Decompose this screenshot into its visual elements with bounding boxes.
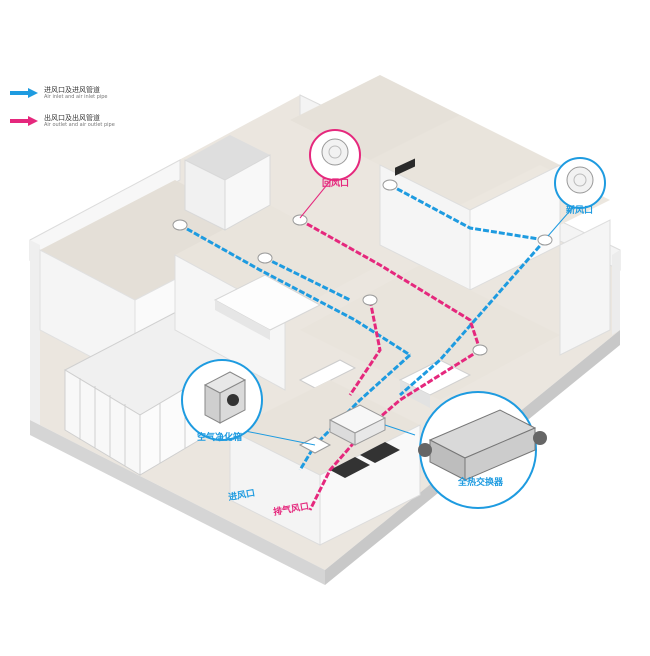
fresh-vent-label: 新风口 — [566, 206, 594, 216]
diffuser-4 — [382, 179, 398, 191]
round-diffuser-icon — [566, 166, 594, 194]
air-purifier-label: 空气净化箱 — [197, 433, 243, 443]
outlet-duct-1 — [299, 218, 482, 351]
outlet-duct-2 — [348, 299, 382, 396]
callout-heat-exchanger — [384, 391, 547, 509]
legend-outlet-label-en: Air outlet and air outlet pipe — [44, 122, 115, 128]
bed — [213, 274, 322, 331]
legend-outlet-label: 出风口及出风管道 — [44, 114, 100, 122]
callout-fresh-vent — [547, 157, 606, 237]
legend-inlet-label-en: Air inlet and air inlet pipe — [44, 94, 108, 100]
blue-arrow-icon — [10, 88, 38, 98]
inlet-duct-3 — [389, 183, 546, 242]
callout-return-vent — [299, 129, 361, 219]
diffuser-3 — [292, 214, 308, 226]
legend-outlet: 出风口及出风管道 Air outlet and air outlet pipe — [10, 114, 115, 128]
heat-exchanger-label: 全热交换器 — [458, 478, 504, 488]
diffuser-1 — [172, 219, 188, 231]
return-vent-label: 回风口 — [322, 179, 350, 189]
round-diffuser-icon — [321, 138, 349, 166]
legend-inlet: 进风口及进风管道 Air inlet and air inlet pipe — [10, 86, 108, 100]
diffuser-7 — [472, 344, 488, 356]
diffuser-6 — [362, 294, 378, 306]
callout-air-purifier — [181, 359, 316, 446]
tv-cabinet — [298, 359, 357, 389]
pink-arrow-icon — [10, 116, 38, 126]
legend-inlet-label: 进风口及进风管道 — [44, 86, 100, 94]
inlet-duct-1 — [179, 223, 411, 357]
diffuser-2 — [257, 252, 273, 264]
diffuser-5 — [537, 234, 553, 246]
inlet-duct-4 — [399, 239, 547, 397]
